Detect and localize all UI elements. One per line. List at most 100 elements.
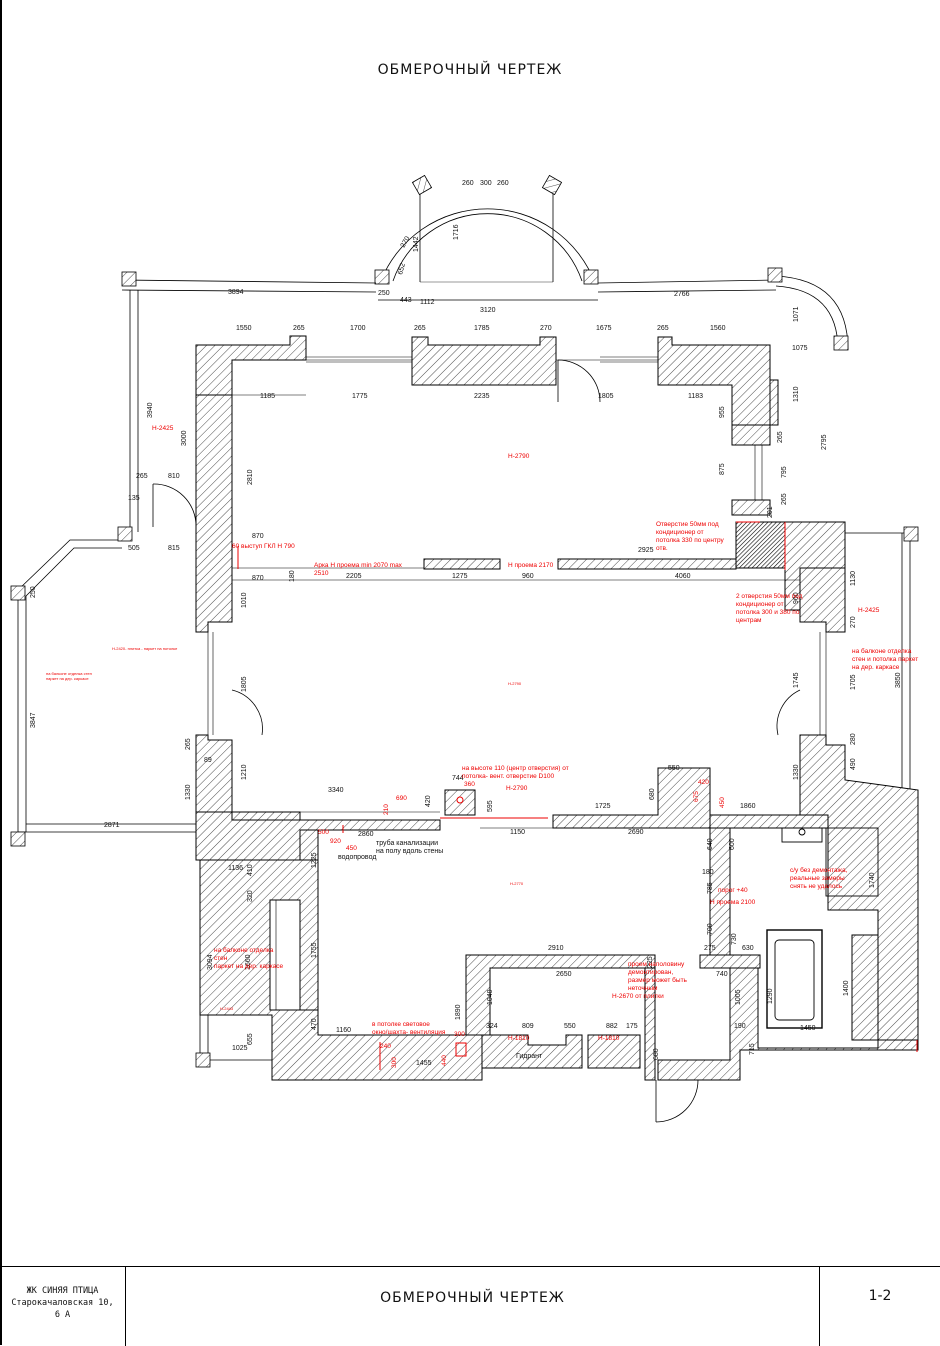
dim-23: 265 [657,325,669,332]
note-dim-675: 675 [693,791,700,802]
dim-72: 420 [425,795,432,807]
walls [195,335,919,1081]
dim-25: 1185 [260,393,275,400]
note-vent-2: потолка- вент. отверстие D100 [462,773,554,780]
note-wc-1: с/у без демонтажа, [790,866,848,874]
dim-101: 225 [647,956,654,968]
dim-73: 744 [452,775,464,782]
note-vent-1: на высоте 110 (центр отверстия) от [462,765,569,772]
title-block-title: ОБМЕРОЧНЫЙ ЧЕРТЕЖ [126,1267,820,1346]
dim-64: 265 [185,738,192,750]
note-water-pipe: водопровод [338,854,376,861]
note-hydrant: Гидрант [516,1053,543,1060]
dim-5: 270 [400,235,412,249]
dim-63: 3847 [30,712,37,728]
note-dim-240: 240 [380,1043,391,1050]
note-dim-300b: 300 [391,1057,398,1068]
dim-75: 550 [668,765,680,772]
dim-58: 3850 [895,672,902,688]
dim-105: 1890 [455,1004,462,1020]
note-height-room-1: Н-2790 [508,453,530,460]
dim-39: 265 [781,493,788,505]
note-dim-690: 690 [396,795,407,802]
dim-24: 1560 [710,325,726,332]
dim-77: 1725 [595,803,611,810]
dim-42: 810 [168,473,180,480]
dim-51: 960 [522,573,534,580]
dim-29: 1183 [688,393,703,400]
dim-31: 2795 [821,434,828,450]
note-sewer-1: труба канализации [376,839,438,847]
note-dim-300: 300 [454,1031,465,1038]
dim-82: 2690 [628,829,644,836]
dim-53: 2925 [638,547,654,554]
note-dim-210: 210 [383,804,390,815]
dim-11: 3120 [480,307,496,314]
dim-112: 550 [564,1023,576,1030]
note-dim-500: 500 [318,829,329,836]
dim-60: 1010 [241,592,248,608]
note-height-niche-2: Н-1810 [598,1035,620,1042]
balcony-outline [17,275,911,1061]
dim-59: 250 [30,586,37,598]
dim-107: 1005 [735,989,742,1005]
floor-plan: 260 300 260 1716 270 1442 652 250 443 11… [10,174,919,1123]
dim-34: 2810 [247,469,254,485]
dim-37: 875 [719,463,726,475]
dim-94: 1660 [245,954,252,970]
dim-8: 250 [378,290,390,297]
title-block-address: ЖК СИНЯЯ ПТИЦА Старокачаловская 10, 6 А [0,1267,126,1346]
bay-window-posts [374,174,599,285]
note-height-kitchen: Н-2770 [510,881,524,886]
dim-52: 4060 [675,573,691,580]
dim-108: 470 [311,1018,318,1030]
inner-lines [207,359,827,1010]
note-left-balcony-2: паркет на дер. каркасе [46,676,89,681]
dim-30: 1310 [793,386,800,402]
dim-83: 1136 [228,865,243,872]
sheet-title: ОБМЕРОЧНЫЙ ЧЕРТЕЖ [377,62,563,78]
note-demolished-3: размер может быть [628,976,688,984]
frame-left-border [0,0,2,1345]
dim-68: 280 [850,733,857,745]
dim-99: 630 [742,945,754,952]
dim-96: 2910 [548,945,564,952]
dim-67: 1330 [185,784,192,800]
dim-80: 2860 [358,831,374,838]
note-height-hall: Н-2790 [506,785,528,792]
note-ac-holes2-1: 2 отверстия 50мм под [736,593,803,600]
windows [212,356,821,1010]
dim-7: 652 [397,262,407,275]
note-left-balcony-height: Н-2420- плитка - паркет на потолке [112,646,178,651]
dim-97: 275 [704,945,716,952]
dim-87: 640 [707,838,714,850]
note-opening-height: Н проема 2170 [508,562,554,569]
dim-38: 795 [781,466,788,478]
note-wc-3: снять не удалось [790,883,843,890]
dim-121: 680 [653,1048,660,1060]
dim-120: 715 [749,1043,756,1055]
dim-78: 1860 [740,803,756,810]
dim-14: 1071 [793,306,800,322]
note-right-balcony-2: стен и потолка паркет [852,656,918,663]
dim-104: 1400 [843,980,850,996]
dim-26: 1775 [352,393,368,400]
dim-33: 3000 [181,430,188,446]
dim-100: 2650 [556,971,572,978]
dim-117: 655 [247,1033,254,1045]
dim-110: 324 [486,1023,498,1030]
dim-17: 265 [293,325,305,332]
dim-4: 1716 [453,224,460,240]
note-demolished-1: проем наполовину [628,961,685,968]
dim-19: 265 [414,325,426,332]
note-right-balcony-1: на балконе отделка [852,647,912,655]
dim-109: 1160 [336,1027,351,1034]
bay-window [378,190,598,301]
dim-3: 260 [497,180,509,187]
dim-95: 1755 [311,942,318,958]
address-line-1: ЖК СИНЯЯ ПТИЦА [26,1286,99,1296]
dim-111: 809 [522,1023,534,1030]
dim-49: 2205 [346,573,362,580]
dim-103: 1290 [767,988,774,1004]
